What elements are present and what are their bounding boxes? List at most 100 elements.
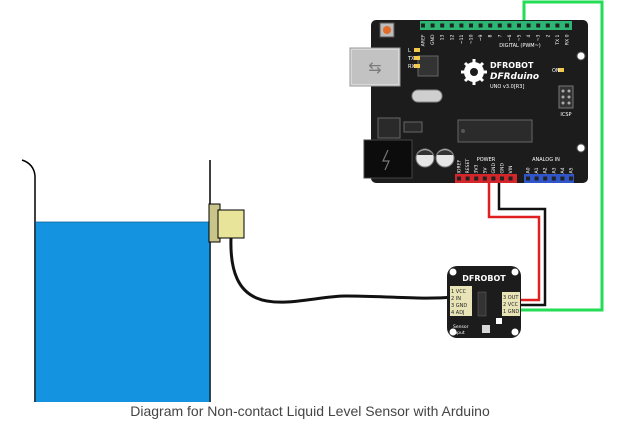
pin-hole: [536, 23, 541, 28]
pin-hole: [421, 23, 425, 28]
adjust-button: [482, 325, 490, 333]
pin-hole: [497, 23, 502, 28]
analog-label: ANALOG IN: [532, 157, 560, 163]
pin-hole: [507, 23, 512, 28]
led: [414, 48, 420, 52]
pin-label: 5V: [482, 167, 488, 174]
pin-label: A3: [551, 167, 557, 173]
crystal: [411, 89, 443, 103]
led: [414, 64, 420, 68]
vcc-wire: [487, 182, 541, 302]
pin-hole: [534, 176, 539, 181]
sensor-pin-label: 4 ADJ: [451, 310, 465, 316]
sensor-output-connector: [502, 292, 520, 316]
pin-hole: [555, 23, 560, 28]
pin-label: 4: [526, 34, 532, 37]
sensor-pin-label: 1 VCC: [451, 289, 467, 295]
digital-label: DIGITAL (PWM~): [499, 43, 541, 49]
pin-label: RX 0: [565, 34, 571, 45]
pin-hole: [526, 23, 531, 28]
led-label: ON: [552, 68, 560, 74]
pin-label: ~11: [459, 34, 465, 44]
pin-label: RESET: [465, 159, 471, 174]
pin-label: ~3: [536, 34, 542, 41]
beaker: [21, 159, 211, 402]
pin-label: TX 1: [555, 34, 561, 45]
sensor-pin-label: 3 OUT: [503, 295, 519, 301]
icsp-header: [558, 85, 574, 109]
probe-cable: [229, 237, 455, 304]
model-label: DFRduino: [490, 72, 539, 82]
pin-hole: [543, 176, 548, 181]
pin-hole: [459, 23, 464, 28]
power-jack: [363, 139, 413, 179]
digital-header: [420, 21, 572, 30]
sensor-brand: DFROBOT: [462, 274, 506, 283]
pin-label: ~5: [517, 34, 523, 41]
pin-label: 2: [545, 34, 551, 37]
sensor-pin-label: 1 GND: [503, 309, 519, 315]
pin-label: 8: [488, 34, 494, 37]
pin-label: A2: [543, 167, 549, 173]
led: [414, 56, 420, 60]
pin-label: A1: [534, 167, 540, 173]
pin-hole: [465, 176, 470, 181]
sensor-label: Sensor: [453, 324, 469, 330]
pin-label: IOREF: [457, 159, 463, 173]
sensor-pin-label: 3 GND: [451, 303, 467, 309]
diagram-caption: Diagram for Non-contact Liquid Level Sen…: [130, 403, 490, 419]
pin-hole: [500, 176, 504, 181]
version-label: UNO v3.0[R3]: [490, 84, 524, 90]
usb-icon: ⇆: [368, 58, 381, 77]
input-label: Input: [453, 330, 465, 336]
pin-hole: [457, 176, 461, 181]
pin-hole: [474, 176, 479, 181]
usb-chip: [417, 55, 439, 77]
pin-hole: [449, 23, 454, 28]
sensor-pin-label: 2 IN: [451, 296, 461, 302]
led: [558, 68, 564, 72]
pin-hole: [565, 23, 569, 28]
pin-hole: [488, 23, 493, 28]
pin-label: A4: [560, 167, 566, 173]
pin-hole: [569, 176, 573, 181]
wiring-diagram: ⇆ ICSP DFROBOT: [21, 0, 604, 402]
pin-hole: [482, 176, 487, 181]
pin-label: 12: [449, 34, 455, 40]
pin-label: 7: [497, 34, 503, 37]
regulator: [377, 117, 401, 139]
pin-hole: [551, 176, 556, 181]
sensor-pin-label: 2 VCC: [503, 302, 519, 308]
brand-label: DFROBOT: [490, 61, 534, 70]
pin-hole: [545, 23, 550, 28]
pin-label: A0: [526, 167, 532, 173]
analog-header: [524, 174, 574, 183]
pin-hole: [430, 23, 435, 28]
pin-label: GND: [430, 34, 436, 45]
power-label: POWER: [477, 157, 496, 163]
liquid: [35, 222, 210, 402]
led-label: L: [408, 48, 411, 54]
pin-label: VIN: [508, 166, 514, 174]
pin-hole: [517, 23, 521, 28]
pin-label: ~6: [507, 34, 513, 41]
pin-hole: [478, 23, 483, 28]
pin-label: ~9: [478, 34, 484, 41]
pin-hole: [491, 176, 496, 181]
arduino-board: ⇆ ICSP DFROBOT: [349, 20, 588, 183]
probe-head: [217, 209, 245, 239]
sensor-input-connector: [450, 286, 472, 316]
led-label: RX: [408, 64, 415, 70]
signal-wire: [521, 0, 604, 312]
pin-label: GND: [500, 163, 506, 174]
microcontroller: [457, 119, 533, 143]
pin-label: 3V3: [474, 164, 480, 173]
pin-label: 13: [440, 34, 446, 40]
